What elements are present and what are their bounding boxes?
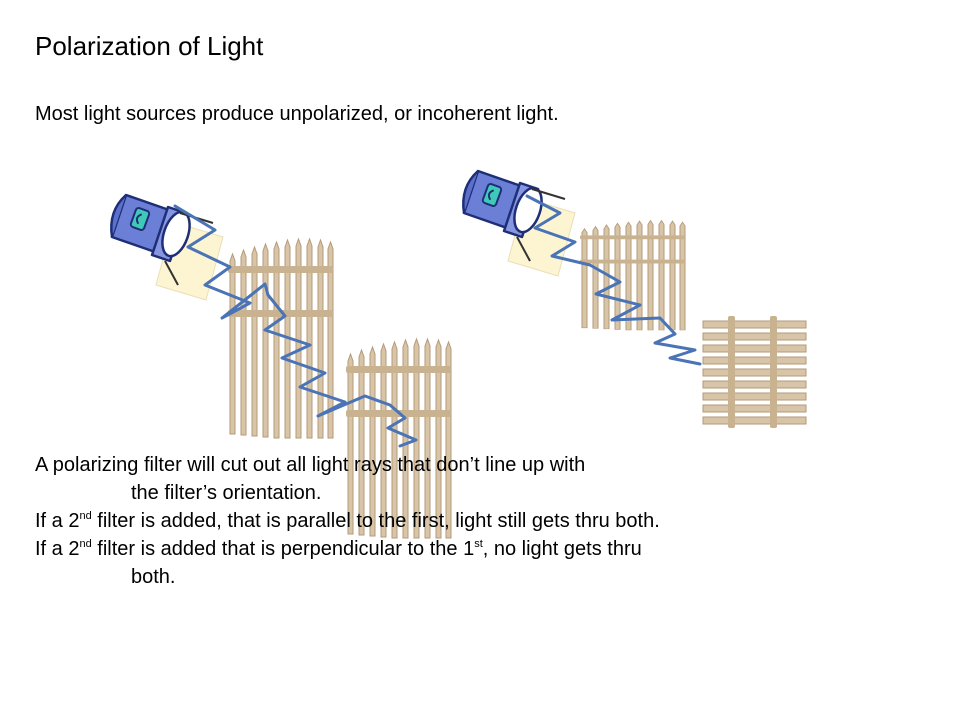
left-fence-1	[227, 238, 334, 439]
text-segment: , no light gets thru	[482, 538, 642, 560]
slide-title: Polarization of Light	[35, 31, 264, 61]
paragraph-perpendicular-filter: If a 2nd filter is added that is perpend…	[35, 535, 935, 563]
right-fence-horizontal	[702, 316, 807, 428]
left-scene	[110, 193, 452, 539]
superscript: nd	[79, 538, 92, 550]
right-scene	[462, 169, 807, 428]
paragraph-parallel-filter: If a 2nd filter is added, that is parall…	[35, 507, 935, 535]
light-wave-right	[525, 194, 702, 366]
text-segment: If a 2	[35, 538, 80, 560]
intro-text: Most light sources produce unpolarized, …	[35, 103, 559, 125]
superscript: st	[474, 538, 483, 550]
text-segment: filter is added that is perpendicular to…	[91, 538, 475, 560]
paragraph-filter-intro: A polarizing filter will cut out all lig…	[35, 454, 586, 476]
paragraph-filter-intro-cont: the filter’s orientation.	[131, 482, 322, 504]
body-text: A polarizing filter will cut out all lig…	[35, 451, 935, 591]
text-segment: filter is added, that is parallel to the…	[91, 510, 660, 532]
paragraph-perpendicular-filter-cont: both.	[131, 566, 176, 588]
superscript: nd	[79, 510, 92, 522]
light-wave-left	[173, 204, 418, 448]
flashlight-icon	[462, 169, 577, 278]
text-segment: If a 2	[35, 510, 80, 532]
right-fence-vertical	[579, 220, 686, 331]
